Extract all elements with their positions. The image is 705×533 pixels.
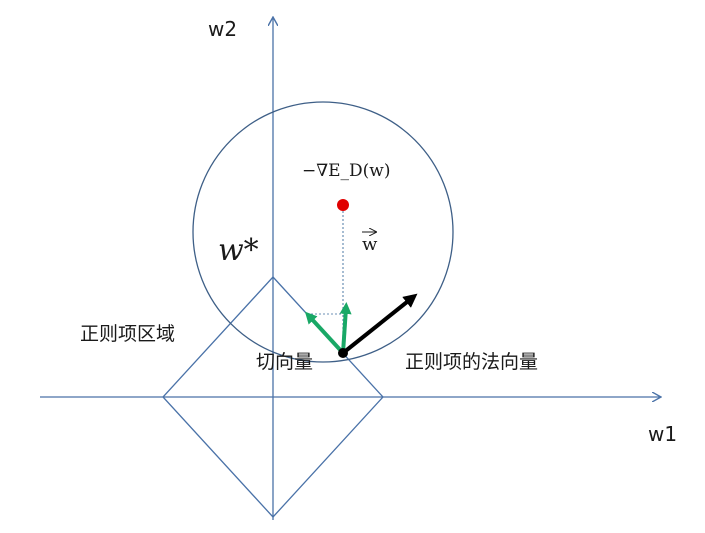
loss-contour-circle [192,101,454,363]
w-star-label: w* [218,233,259,268]
tangent-point [338,348,348,358]
gradient-label-text: −∇E_D(w) [302,161,391,181]
tangent-arrow [304,311,345,355]
regularization-region-label: 正则项区域 [80,323,176,345]
w2-axis-label: w2 [208,17,238,41]
w-vector-label: w [362,234,378,255]
tangent-vector-label: 切向量 [256,351,314,373]
tangent-component-arrow [339,302,352,354]
gradient-label: −∇E_D(w) [302,163,390,180]
regularization-normal-label: 正则项的法向量 [405,351,539,373]
regularization-diamond [162,276,384,518]
w1-axis-label: w1 [648,422,678,446]
gradient-point [337,199,349,211]
normal-arrow [341,293,418,355]
